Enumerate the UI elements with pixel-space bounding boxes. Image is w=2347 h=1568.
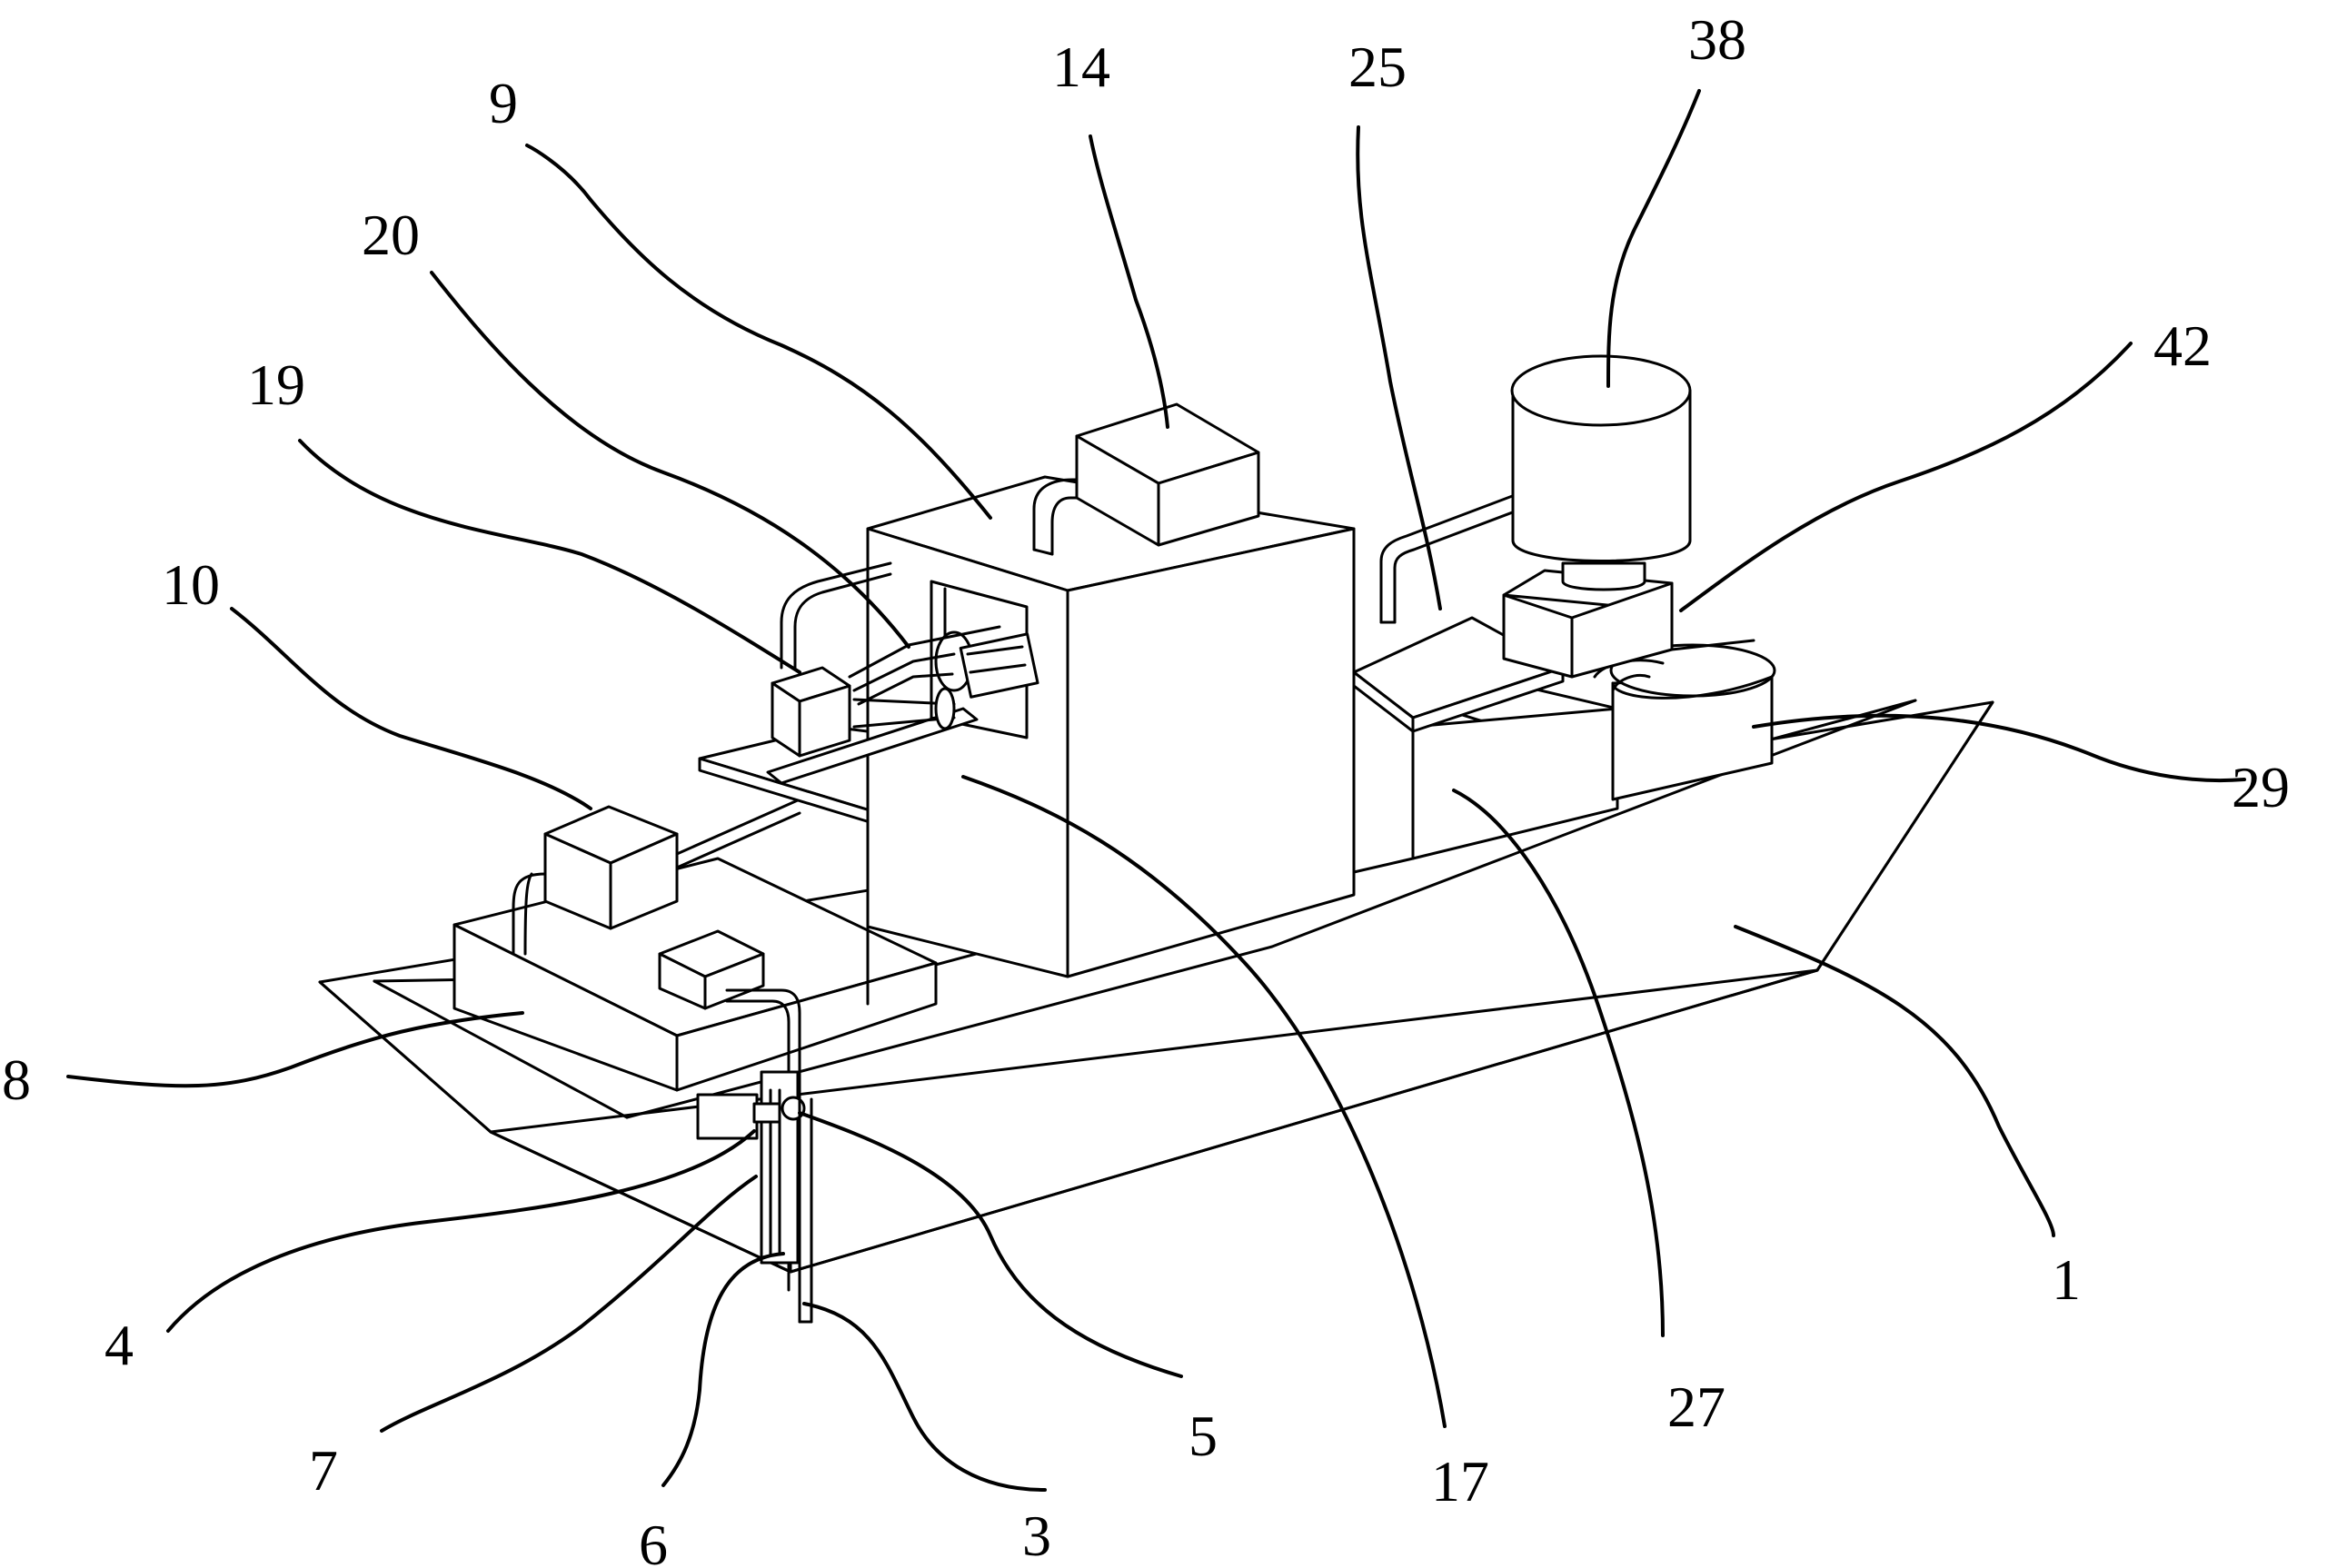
leader-19 (298, 439, 801, 674)
leader-8 (66, 1011, 524, 1088)
leader-20 (430, 271, 910, 649)
label-10: 10 (162, 552, 220, 617)
leader-lines (66, 89, 2246, 1492)
label-25: 25 (1348, 35, 1407, 99)
leader-3 (802, 1302, 1047, 1492)
leader-5 (798, 1111, 1183, 1378)
label-3: 3 (1022, 1503, 1051, 1568)
label-20: 20 (362, 203, 420, 267)
sampling-assembly (696, 1070, 813, 1324)
tank-8-small-box (658, 929, 801, 1292)
motor-19 (766, 666, 979, 785)
label-1: 1 (2052, 1247, 2081, 1312)
label-6: 6 (639, 1513, 668, 1568)
leader-17 (961, 775, 1447, 1428)
tank-29 (1593, 643, 1776, 801)
label-5: 5 (1188, 1404, 1218, 1468)
labels: 1 3 4 5 6 7 8 9 10 14 17 19 20 25 27 29 … (2, 7, 2290, 1568)
cylinder-38 (1510, 354, 1692, 591)
leader-27 (1452, 789, 1665, 1337)
leader-29 (1752, 713, 2246, 783)
label-17: 17 (1431, 1449, 1489, 1513)
leader-7 (380, 1175, 758, 1433)
leader-6 (661, 1252, 785, 1487)
leader-4 (166, 1129, 756, 1333)
label-9: 9 (489, 71, 518, 135)
box-14 (1032, 402, 1260, 556)
label-19: 19 (247, 352, 305, 417)
tank-27 (1352, 660, 1619, 874)
label-8: 8 (2, 1047, 31, 1112)
leader-42 (1679, 342, 2133, 612)
cutter-20 (848, 625, 1039, 706)
leader-14 (1089, 134, 1169, 429)
leader-38 (1606, 89, 1701, 388)
label-42: 42 (2153, 313, 2212, 378)
label-7: 7 (309, 1438, 338, 1503)
label-38: 38 (1688, 7, 1746, 72)
leader-1 (1734, 925, 2055, 1237)
label-4: 4 (104, 1313, 134, 1377)
pipe-19 (780, 561, 892, 670)
leader-25 (1356, 125, 1442, 610)
label-29: 29 (2232, 755, 2290, 819)
leader-10 (230, 607, 592, 810)
leader-9 (525, 144, 992, 520)
label-27: 27 (1667, 1374, 1725, 1439)
label-14: 14 (1052, 35, 1110, 99)
pump-10 (512, 798, 801, 956)
